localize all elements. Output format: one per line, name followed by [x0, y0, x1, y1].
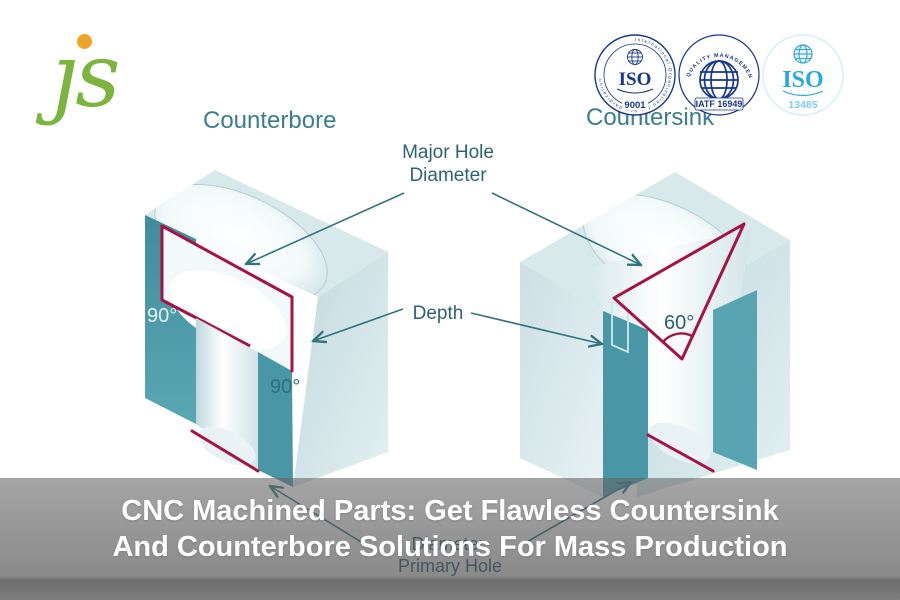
- countersink-left-face: [520, 262, 603, 497]
- logo-dot: [77, 34, 92, 49]
- badge-outer-ring: [594, 34, 676, 116]
- counterbore-dimension-redline: [190, 429, 260, 473]
- counterbore-front-pillar: [258, 352, 293, 487]
- major-hole-line2: Diameter: [409, 165, 487, 186]
- arrow-depth-left: [313, 308, 404, 341]
- badge-outer-ring: [762, 34, 844, 116]
- badge-number-tab: [622, 99, 648, 110]
- caption-banner: CNC Machined Parts: Get Flawless Counter…: [0, 478, 900, 600]
- js-logo: ȷs: [50, 26, 160, 146]
- counterbore-red-outline: [160, 224, 294, 373]
- countersink-cone-surface: [588, 228, 752, 452]
- countersink-block: 60°: [520, 172, 790, 497]
- badge-iso-text: ISO: [782, 67, 823, 93]
- angle-90-bottom: 90°: [270, 376, 300, 398]
- countersink-inner-wall: [713, 290, 757, 470]
- badge-laurel: [616, 88, 654, 94]
- badge-outer-ring: [678, 34, 760, 116]
- iso-13485-badge: ISO 13485: [762, 34, 844, 116]
- major-hole-diameter-label: Major Hole Diameter: [383, 141, 513, 187]
- badge-ribbon: [694, 97, 744, 111]
- countersink-red-triangle: [612, 222, 746, 361]
- angle-90-left: 90°: [147, 305, 177, 327]
- counterbore-block: 90° 90°: [145, 170, 388, 487]
- depth-label: Depth: [412, 303, 464, 324]
- badge-iso-text: ISO: [619, 69, 652, 90]
- badge-number: 9001: [624, 100, 646, 111]
- iso-9001-badge: International Organization for Standardi…: [594, 34, 676, 116]
- counterbore-title: Counterbore: [203, 107, 337, 134]
- counterbore-floor-redline: [161, 298, 251, 348]
- globe-icon: [627, 49, 643, 65]
- banner-line2: And Counterbore Solutions For Mass Produ…: [112, 531, 788, 563]
- arrow-majorhole-right: [491, 192, 641, 265]
- badge-number: 13485: [788, 99, 817, 111]
- primary-hole-bottom-left: [198, 426, 256, 466]
- countersink-angle-arc: [662, 332, 693, 343]
- angle-60: 60°: [664, 312, 694, 334]
- arrow-majorhole-left: [246, 192, 405, 264]
- iatf-16949-badge: QUALITY MANAGEMENT SYSTEM IATF 16949: [677, 33, 760, 116]
- arrow-depth-right: [470, 312, 602, 344]
- counterbore-right-face: [293, 252, 388, 487]
- banner-line1: CNC Machined Parts: Get Flawless Counter…: [121, 495, 779, 527]
- globe-icon: [793, 44, 813, 64]
- major-hole-line1: Major Hole: [402, 142, 494, 163]
- js-logo-text: ȷs: [50, 24, 120, 127]
- countersink-dimension-redline: [646, 433, 715, 473]
- countersink-front-pillar: [603, 311, 648, 497]
- badge-number: IATF 16949: [696, 99, 743, 109]
- badge-laurel: [782, 90, 824, 97]
- primary-hole-bottom-right: [649, 422, 711, 464]
